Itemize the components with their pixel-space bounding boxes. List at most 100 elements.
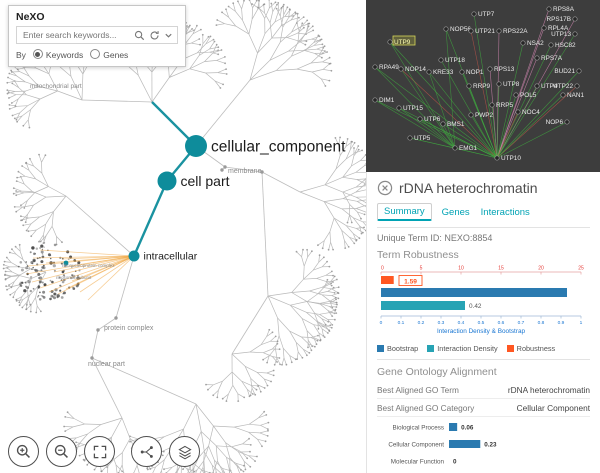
network-node-UTP8[interactable]: UTP8 [496, 81, 520, 88]
gene-association-edges [25, 249, 135, 301]
network-node-RPS22A[interactable]: RPS22A [496, 28, 528, 35]
network-node-KRE33[interactable]: KRE33 [426, 69, 454, 76]
network-node-NAN1[interactable]: NAN1 [560, 92, 585, 99]
network-node-BUD21[interactable]: BUD21 [554, 68, 582, 75]
alignment-row-value: rDNA heterochromatin [507, 385, 590, 395]
svg-text:UTP9: UTP9 [394, 39, 411, 46]
svg-text:0.06: 0.06 [461, 425, 474, 432]
legend-interaction-density: Interaction Density [427, 344, 498, 353]
svg-text:RPS22A: RPS22A [503, 28, 528, 35]
search-input[interactable] [21, 29, 130, 41]
network-node-RPS13[interactable]: RPS13 [487, 66, 515, 73]
svg-text:0: 0 [381, 266, 384, 272]
alignment-row-label: Best Aligned GO Term [377, 385, 459, 395]
alignment-row-value: Cellular Component [516, 403, 590, 413]
radio-genes[interactable]: Genes [90, 49, 128, 60]
by-label: By [16, 49, 26, 60]
alignment-row-category: Best Aligned GO Category Cellular Compon… [377, 399, 590, 417]
tree-node-cell-part[interactable]: cell part [157, 171, 230, 191]
network-node-PWP2[interactable]: PWP2 [468, 112, 494, 119]
tab-genes[interactable]: Genes [441, 206, 470, 218]
network-node-HSC82[interactable]: HSC82 [548, 42, 576, 49]
term-details-panel: rDNA heterochromatin Summary Genes Inter… [366, 172, 600, 473]
network-node-NOP6[interactable]: NOP6 [546, 119, 570, 126]
network-node-EMG1[interactable]: EMG1 [452, 145, 478, 152]
network-node-UTP21[interactable]: UTP21 [468, 28, 496, 35]
network-node-UTP6[interactable]: UTP6 [417, 116, 441, 123]
term-id-label: Unique Term ID: [377, 233, 442, 243]
network-node-BMS1[interactable]: BMS1 [440, 121, 465, 128]
legend-bootstrap: Bootstrap [377, 344, 418, 353]
expand-branches-button[interactable] [131, 436, 162, 467]
svg-text:0: 0 [380, 320, 383, 326]
network-node-NOP1[interactable]: NOP1 [459, 69, 484, 76]
search-icon[interactable] [134, 30, 145, 41]
svg-text:0.5: 0.5 [478, 320, 485, 326]
reset-icon[interactable] [149, 30, 160, 41]
chevron-down-icon[interactable] [164, 31, 173, 40]
radio-keywords[interactable]: Keywords [32, 49, 83, 60]
network-node-RPS17B[interactable]: RPS17B [546, 16, 578, 23]
network-node-RPS8A[interactable]: RPS8A [546, 6, 575, 13]
network-node-RPS7A[interactable]: RPS7A [534, 55, 563, 62]
legend-robustness: Robustness [506, 344, 555, 353]
expand-branches-icon [140, 445, 153, 458]
svg-text:RPS13: RPS13 [494, 66, 515, 73]
network-node-RPA49[interactable]: RPA49 [372, 64, 399, 71]
close-details-icon[interactable] [377, 180, 393, 196]
layers-icon [177, 445, 192, 459]
network-node-UTP10[interactable]: UTP10 [494, 155, 522, 162]
network-node-RRP5[interactable]: RRP5 [489, 102, 514, 109]
term-title: rDNA heterochromatin [399, 180, 538, 196]
svg-text:Molecular Function: Molecular Function [391, 459, 445, 466]
zoom-in-button[interactable] [8, 436, 39, 467]
svg-text:Interaction Density & Bootstra: Interaction Density & Bootstrap [437, 328, 526, 335]
network-node-NOP56[interactable]: NOP56 [443, 26, 472, 33]
fit-view-icon [93, 445, 106, 458]
svg-text:UTP10: UTP10 [501, 155, 521, 162]
network-node-UTP13[interactable]: UTP13 [551, 31, 578, 38]
svg-text:BMS1: BMS1 [447, 121, 465, 128]
svg-text:UTP13: UTP13 [551, 31, 571, 38]
network-node-NSA2[interactable]: NSA2 [520, 40, 544, 47]
network-node-RPL4A[interactable]: RPL4A [541, 25, 569, 32]
zoom-out-button[interactable] [46, 436, 77, 467]
legend-swatch-robustness [506, 345, 514, 352]
svg-text:UTP21: UTP21 [475, 28, 495, 35]
fit-view-button[interactable] [84, 436, 115, 467]
network-node-POL5[interactable]: POL5 [513, 92, 537, 99]
legend-swatch-density [427, 345, 435, 352]
network-node-UTP15[interactable]: UTP15 [396, 105, 424, 112]
tab-summary[interactable]: Summary [377, 203, 432, 221]
network-node-UTP22[interactable]: UTP22 [553, 83, 580, 90]
details-header: rDNA heterochromatin [377, 180, 590, 196]
svg-text:cell part: cell part [181, 173, 230, 189]
svg-text:NOP1: NOP1 [466, 69, 484, 76]
tree-node-intracellular[interactable]: intracellular [128, 250, 198, 263]
tab-interactions[interactable]: Interactions [480, 206, 530, 218]
tree-node-cellular_component[interactable]: cellular_component [185, 135, 346, 157]
network-node-UTP9[interactable]: UTP9 [387, 35, 416, 46]
network-node-UTP7[interactable]: UTP7 [471, 11, 495, 18]
svg-text:0.6: 0.6 [498, 320, 505, 326]
layers-button[interactable] [169, 436, 200, 467]
svg-text:NAN1: NAN1 [567, 92, 584, 99]
robustness-heading: Term Robustness [377, 249, 459, 261]
view-toolbar [8, 436, 200, 467]
alignment-row-term: Best Aligned GO Term rDNA heterochromati… [377, 381, 590, 399]
network-node-NOC4[interactable]: NOC4 [515, 109, 540, 116]
network-node-RRP9[interactable]: RRP9 [466, 83, 491, 90]
network-node-UTP4[interactable]: UTP4 [534, 83, 558, 90]
network-node-UTP18[interactable]: UTP18 [438, 57, 466, 64]
network-node-UTP5[interactable]: UTP5 [407, 135, 431, 142]
network-node-NOP14[interactable]: NOP14 [398, 66, 427, 73]
search-box[interactable] [16, 26, 178, 44]
network-node-DIM1[interactable]: DIM1 [372, 97, 395, 104]
svg-text:UTP6: UTP6 [424, 116, 441, 123]
